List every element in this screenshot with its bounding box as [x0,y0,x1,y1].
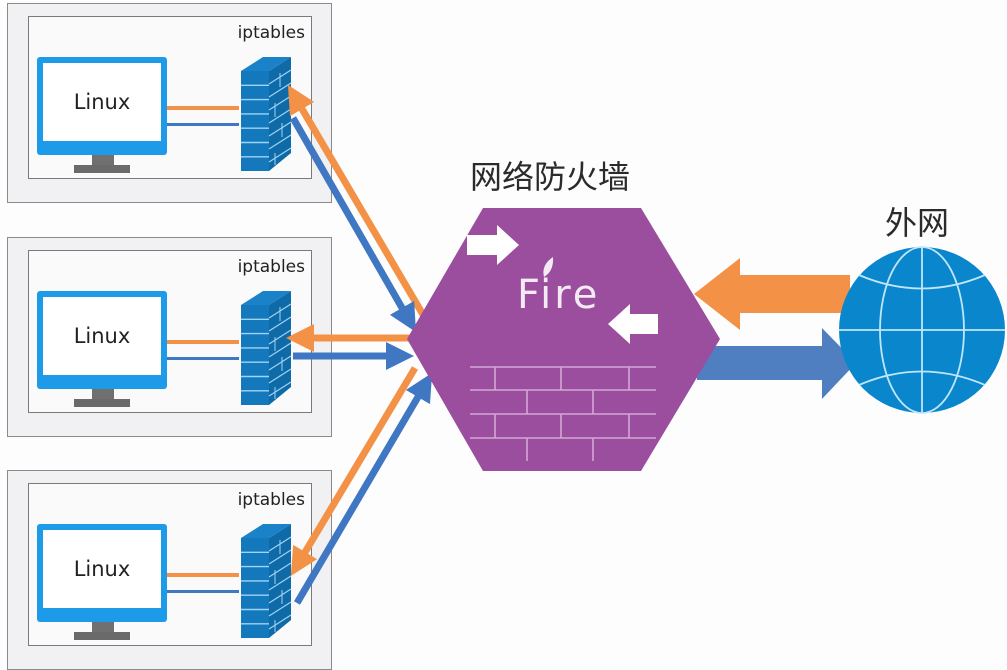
inbound-arrow-host-3 [290,366,419,577]
inbound-link [167,340,239,344]
os-label: Linux [43,63,161,141]
outbound-arrow-host-3 [293,372,433,605]
brick-wall [470,366,656,461]
arrow-left-icon [608,304,658,344]
monitor-base [74,399,130,407]
brick-firewall-icon [241,291,292,405]
inbound-arrow-host-1 [287,84,429,320]
os-label: Linux [43,530,161,608]
monitor-base [74,165,130,173]
leaf-icon [543,257,554,277]
host-panel-2: iptables Linux [7,237,332,437]
monitor-stand [92,155,114,165]
host-inner-3: iptables Linux [28,483,312,646]
inbound-arrow-external [694,258,850,330]
monitor-stand [92,389,114,399]
outbound-link [167,357,239,360]
outbound-arrow-host-1 [289,116,416,333]
external-network-label: 外网 [885,204,950,242]
globe-icon [839,246,1005,414]
monitor-base [74,632,130,640]
hexagon-firewall-icon: Fire [407,208,720,471]
monitor-icon: Linux [37,57,167,155]
host-inner-2: iptables Linux [28,250,312,413]
os-label: Linux [43,297,161,375]
outbound-link [167,590,239,593]
arrow-right-icon [467,225,519,265]
iptables-label: iptables [237,490,305,510]
iptables-label: iptables [237,257,305,277]
brick-firewall-icon [241,57,292,171]
host-panel-3: iptables Linux [7,470,332,670]
host-inner-1: iptables Linux [28,16,312,179]
outbound-link [167,123,239,126]
host-panel-1: iptables Linux [7,3,332,203]
brick-firewall-icon [241,524,292,638]
diagram-title: 网络防火墙 [470,158,631,196]
monitor-stand [92,622,114,632]
outbound-arrow-external [697,328,856,399]
inbound-link [167,573,239,577]
monitor-icon: Linux [37,291,167,389]
inbound-link [167,106,239,110]
firewall-logo: Fire [517,272,600,318]
monitor-icon: Linux [37,524,167,622]
iptables-label: iptables [237,23,305,43]
